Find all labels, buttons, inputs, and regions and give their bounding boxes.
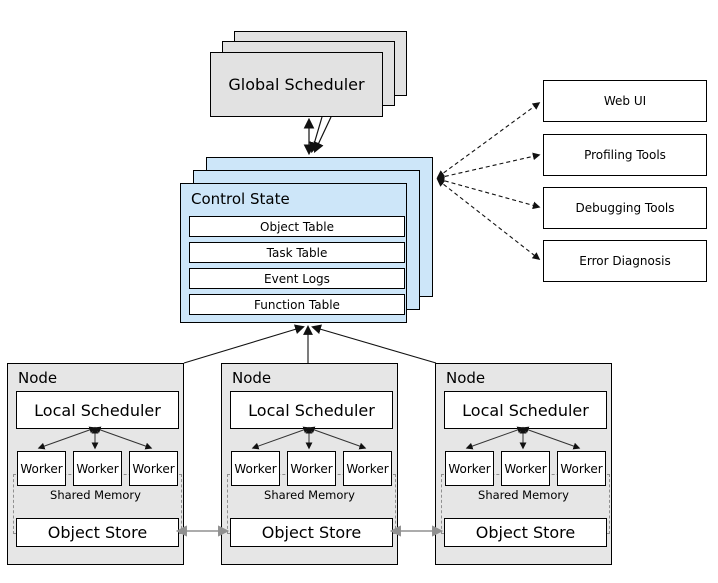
node-1-object-store: Object Store xyxy=(16,518,179,547)
global-scheduler-box: Global Scheduler xyxy=(210,52,383,117)
node-2-title: Node xyxy=(232,369,272,387)
table-function-table: Function Table xyxy=(189,294,405,315)
node-1-local-scheduler: Local Scheduler xyxy=(16,391,179,429)
node-2-object-store: Object Store xyxy=(230,518,393,547)
table-object-table: Object Table xyxy=(189,216,405,237)
node-2: Node Shared Memory Local Scheduler Worke… xyxy=(221,363,398,565)
node-3-shared-memory-label: Shared Memory xyxy=(478,488,569,502)
node-1-shared-memory-label: Shared Memory xyxy=(50,488,141,502)
node-1-title: Node xyxy=(18,369,58,387)
tool-web-ui: Web UI xyxy=(543,80,707,122)
table-event-logs: Event Logs xyxy=(189,268,405,289)
node-cs-links xyxy=(183,324,437,364)
control-state-box: Control State Object Table Task Table Ev… xyxy=(180,183,407,323)
node-3-title: Node xyxy=(446,369,486,387)
node-2-local-scheduler: Local Scheduler xyxy=(230,391,393,429)
node-1-worker-2: Worker xyxy=(73,451,122,486)
node-3-worker-3: Worker xyxy=(557,451,606,486)
gs-cs-links xyxy=(303,116,332,156)
node-3: Node Shared Memory Local Scheduler Worke… xyxy=(435,363,612,565)
global-scheduler-label: Global Scheduler xyxy=(228,75,365,94)
node-1-worker-3: Worker xyxy=(129,451,178,486)
control-state-title: Control State xyxy=(191,190,290,208)
node-1: Node Shared Memory Local Scheduler Worke… xyxy=(7,363,184,565)
node-3-worker-1: Worker xyxy=(445,451,494,486)
node-2-worker-3: Worker xyxy=(343,451,392,486)
node-3-worker-2: Worker xyxy=(501,451,550,486)
table-task-table: Task Table xyxy=(189,242,405,263)
node-2-shared-memory-label: Shared Memory xyxy=(264,488,355,502)
tool-debugging-tools: Debugging Tools xyxy=(543,187,707,229)
node-1-worker-1: Worker xyxy=(17,451,66,486)
node-2-worker-1: Worker xyxy=(231,451,280,486)
tool-error-diagnosis: Error Diagnosis xyxy=(543,240,707,282)
cs-tool-links xyxy=(436,102,541,260)
node-3-object-store: Object Store xyxy=(444,518,607,547)
tool-profiling-tools: Profiling Tools xyxy=(543,134,707,176)
node-3-local-scheduler: Local Scheduler xyxy=(444,391,607,429)
node-2-worker-2: Worker xyxy=(287,451,336,486)
